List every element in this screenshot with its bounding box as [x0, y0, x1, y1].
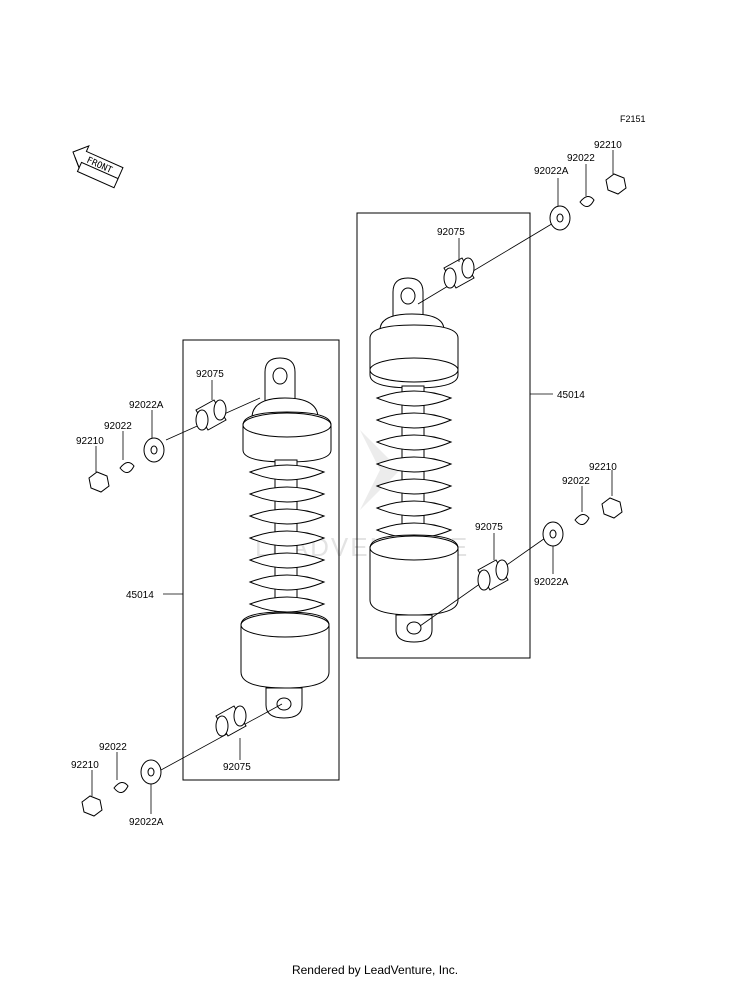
left-top-washer-label: 92022A [129, 400, 164, 411]
right-bottom-collar [574, 514, 590, 525]
left-assembly-label: 45014 [126, 590, 154, 601]
front-arrow-icon: FRONT [72, 145, 124, 189]
left-spring [248, 459, 326, 626]
left-bottom-washer-label: 92022A [129, 817, 164, 828]
left-top-eye-hole [272, 367, 288, 385]
left-top-bushing-label: 92075 [196, 369, 224, 380]
right-top-nut-label: 92210 [594, 140, 622, 151]
left-top-collar [119, 462, 135, 473]
left-bottom-bushing-label: 92075 [223, 762, 251, 773]
right-shock-assembly: 92075 92022A 92022 92210 45014 92075 922… [356, 140, 627, 659]
right-assembly-label: 45014 [557, 390, 585, 401]
left-assembly-box [182, 339, 340, 781]
right-top-bushing-label: 92075 [437, 227, 465, 238]
left-shock-assembly: 92075 92022A 92022 92210 45014 92075 920… [71, 339, 340, 828]
right-bottom-nut-label: 92210 [589, 462, 617, 473]
left-lower-body [240, 611, 330, 689]
right-bottom-bushing-label: 92075 [475, 522, 503, 533]
right-upper-body [369, 324, 459, 389]
left-bottom-nut [81, 795, 103, 817]
left-bottom-collar-label: 92022 [99, 742, 127, 753]
right-spring [375, 385, 453, 547]
left-bottom-collar [113, 782, 129, 793]
right-bottom-nut [601, 497, 623, 519]
right-bottom-washer-label: 92022A [534, 577, 569, 588]
right-top-bushing [443, 257, 475, 289]
right-top-collar [579, 196, 595, 207]
right-top-washer-label: 92022A [534, 166, 569, 177]
right-bottom-bushing [477, 559, 509, 591]
left-top-nut [88, 471, 110, 493]
left-top-nut-label: 92210 [76, 436, 104, 447]
left-bottom-nut-label: 92210 [71, 760, 99, 771]
figure-code: F2151 [620, 114, 646, 124]
right-bottom-collar-label: 92022 [562, 476, 590, 487]
left-top-collar-label: 92022 [104, 421, 132, 432]
right-lower-body [369, 534, 459, 616]
right-top-collar-label: 92022 [567, 153, 595, 164]
right-assembly-box [356, 212, 531, 659]
footer-credit: Rendered by LeadVenture, Inc. [292, 963, 458, 977]
left-top-bushing [195, 399, 227, 431]
right-top-nut [605, 173, 627, 195]
left-bottom-bushing [215, 705, 247, 737]
